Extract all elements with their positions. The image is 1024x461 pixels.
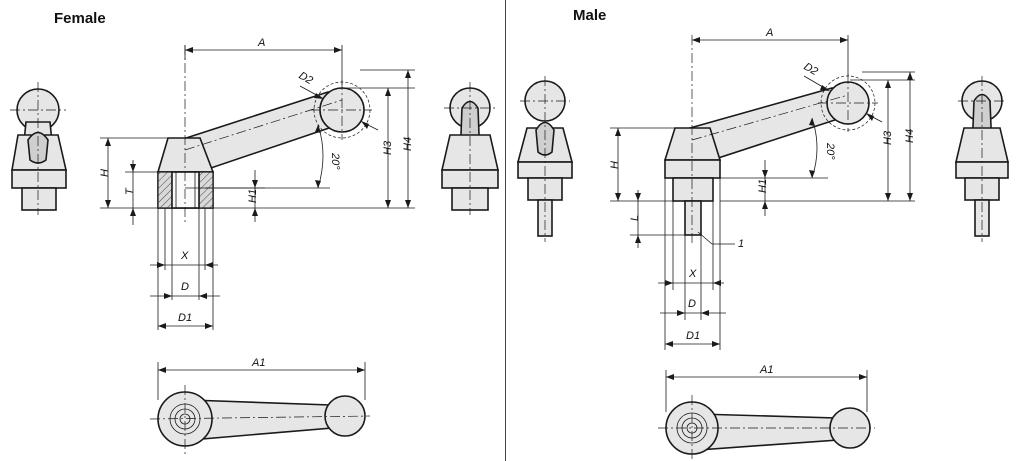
dim-label-H3: H3 (382, 140, 394, 155)
male-end-view-right (954, 76, 1010, 242)
dim-label-angle: 20° (329, 152, 341, 170)
dim-label-H4-male: H4 (904, 129, 916, 143)
dim-label-H-male: H (609, 161, 621, 169)
dim-label-A1-male: A1 (759, 364, 773, 376)
dim-label-H4: H4 (402, 137, 414, 151)
dim-label-X: X (180, 250, 189, 262)
male-end-view-left (516, 76, 574, 242)
female-end-view-right (440, 82, 500, 215)
item-label-1: 1 (738, 238, 744, 250)
female-end-view-left (10, 82, 68, 215)
dim-label-D-male: D (688, 298, 696, 310)
female-side-view: A D2 20° H3 H4 (99, 37, 415, 330)
heading-male: Male (573, 7, 607, 24)
dim-label-T: T (124, 187, 136, 195)
female-top-view: A1 (149, 357, 371, 455)
section-divider (505, 0, 506, 461)
dim-label-L: L (629, 215, 641, 221)
heading-female: Female (54, 10, 106, 27)
dim-label-H: H (99, 169, 111, 177)
dim-label-H3-male: H3 (882, 130, 894, 145)
dim-label-D: D (181, 281, 189, 293)
male-top-view: A1 (658, 364, 875, 461)
dim-label-D2-male: D2 (802, 61, 820, 78)
dim-label-D2: D2 (297, 70, 315, 87)
dim-label-D1: D1 (178, 312, 192, 324)
dim-label-D1-male: D1 (686, 330, 700, 342)
dim-label-A: A (257, 37, 265, 49)
dim-label-H1-male: H1 (757, 179, 769, 193)
dim-label-X-male: X (688, 268, 697, 280)
dim-label-A1-female: A1 (251, 357, 265, 369)
male-side-view: A D2 20° H3 H4 (609, 27, 916, 350)
dim-label-H1: H1 (247, 189, 259, 203)
dim-label-A-male: A (765, 27, 773, 39)
dim-label-angle-male: 20° (824, 142, 836, 160)
